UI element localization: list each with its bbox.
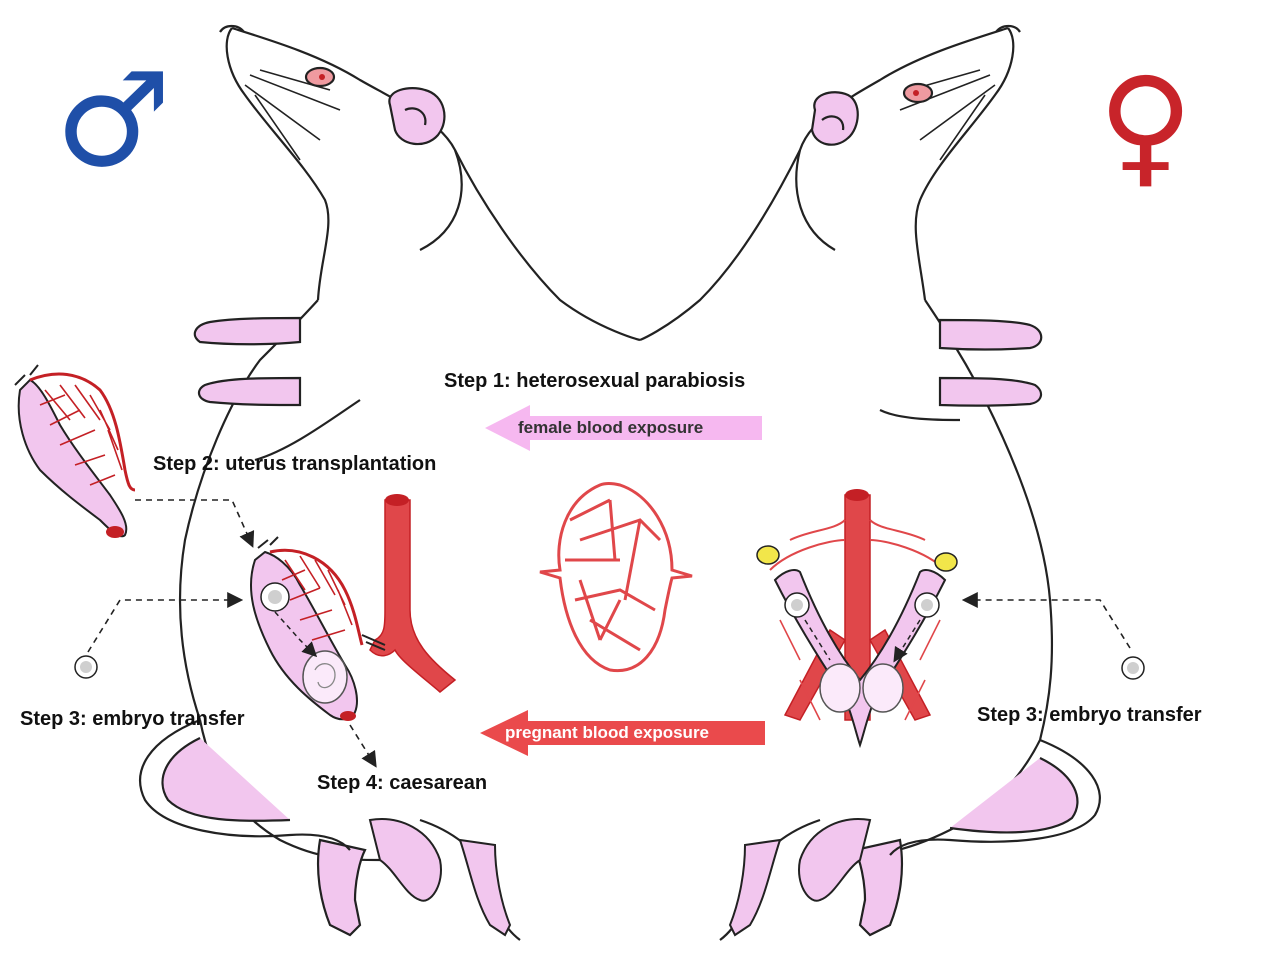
right-rat-ear xyxy=(810,91,859,146)
native-uterus xyxy=(756,489,958,749)
step3-left-label: Step 3: embryo transfer xyxy=(20,708,245,730)
center-hindlegs xyxy=(368,818,872,937)
embryo-markers xyxy=(74,655,1145,680)
step1-label: Step 1: heterosexual parabiosis xyxy=(444,370,746,392)
step2-label: Step 2: uterus transplantation xyxy=(153,453,437,475)
process-arrows xyxy=(87,499,1131,768)
left-rat-tail xyxy=(139,718,351,851)
male-symbol-icon: ♂ xyxy=(55,44,172,196)
right-rat-tail xyxy=(889,738,1101,856)
female-symbol-icon: ♀ xyxy=(1098,49,1194,201)
left-rat-foreleg-upper xyxy=(193,316,302,346)
left-artery-icon xyxy=(361,494,457,693)
right-ovary-icon xyxy=(934,552,958,572)
transplanted-uterus xyxy=(249,536,364,721)
fetus-icon xyxy=(302,650,348,704)
left-rat-hindleg xyxy=(316,838,367,937)
left-ovary-icon xyxy=(756,545,780,565)
right-rat-foreleg-lower xyxy=(938,376,1043,407)
left-rat-foreleg-lower xyxy=(197,376,302,407)
pregnant-blood-arrow xyxy=(480,710,765,756)
female-blood-arrow xyxy=(485,405,762,451)
vascular-network-icon xyxy=(539,482,693,673)
right-rat-foreleg-upper xyxy=(938,318,1043,351)
right-rat xyxy=(639,24,1101,941)
left-rat xyxy=(139,24,641,941)
pregnant-blood-exposure-label: pregnant blood exposure xyxy=(505,723,710,742)
female-blood-exposure-label: female blood exposure xyxy=(518,418,704,437)
step4-label: Step 4: caesarean xyxy=(317,772,488,794)
step3-right-label: Step 3: embryo transfer xyxy=(977,704,1202,726)
left-rat-ear xyxy=(388,87,446,146)
donor-uterus xyxy=(14,364,136,538)
